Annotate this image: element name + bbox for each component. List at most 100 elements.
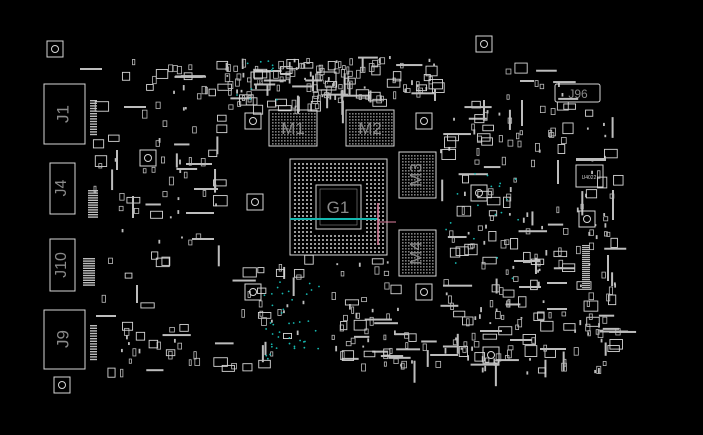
connector-pin	[90, 330, 97, 332]
passive-component	[614, 283, 617, 288]
passive-component	[591, 170, 593, 175]
passive-component	[488, 231, 497, 242]
passive-component	[597, 367, 600, 374]
passive-component	[92, 139, 105, 149]
passive-component	[498, 135, 503, 143]
via	[317, 347, 320, 350]
passive-component	[478, 314, 481, 319]
passive-component	[256, 70, 282, 73]
ic-u8[interactable]: U8	[250, 71, 271, 91]
passive-component	[400, 364, 402, 367]
passive-component	[128, 358, 132, 364]
memory-chip-m4[interactable]: M4	[398, 229, 437, 277]
passive-component	[505, 303, 521, 306]
passive-component	[467, 355, 470, 361]
connector-pin	[83, 284, 95, 286]
passive-component	[507, 349, 512, 359]
connector-j96[interactable]: J96	[554, 83, 601, 103]
passive-component	[124, 272, 133, 279]
passive-component	[411, 360, 413, 364]
connector-pin	[582, 287, 590, 289]
passive-component	[312, 95, 318, 104]
passive-component	[340, 90, 344, 98]
connector-pin	[90, 120, 97, 123]
connector-pin	[90, 327, 97, 329]
passive-component	[520, 316, 523, 319]
ic-u7[interactable]: U7	[316, 71, 337, 91]
passive-component	[278, 264, 283, 272]
passive-component	[526, 212, 529, 217]
passive-component	[347, 76, 350, 82]
connector-pin	[582, 251, 590, 253]
via	[449, 222, 452, 224]
passive-component	[518, 230, 548, 233]
passive-component	[338, 61, 342, 68]
connector-j1[interactable]: J1	[43, 83, 86, 145]
passive-component	[371, 65, 381, 76]
passive-component	[214, 342, 234, 345]
memory-chip-m2[interactable]: M2	[345, 109, 395, 147]
via	[454, 262, 457, 264]
ic-u8-label: U8	[257, 80, 264, 86]
connector-j4[interactable]: J4	[49, 162, 76, 215]
passive-component	[331, 334, 335, 340]
memory-chip-m1[interactable]: M1	[268, 109, 318, 147]
connector-pin	[582, 255, 590, 257]
passive-component	[494, 363, 497, 387]
passive-component	[529, 358, 531, 361]
ic-u4022[interactable]: U4022	[575, 164, 604, 188]
connector-pin	[90, 113, 97, 115]
passive-component	[458, 346, 468, 357]
connector-j10[interactable]: J10	[49, 238, 76, 292]
passive-component	[213, 357, 228, 367]
passive-component	[581, 191, 584, 216]
passive-component	[151, 166, 156, 173]
passive-component	[291, 99, 297, 109]
passive-component	[177, 342, 182, 350]
passive-component	[540, 105, 546, 113]
passive-component	[333, 68, 340, 74]
passive-component	[355, 312, 358, 319]
connector-pin	[582, 245, 590, 247]
connector-pin	[88, 216, 98, 218]
passive-component	[613, 174, 624, 186]
passive-component	[216, 124, 228, 134]
connector-pin	[582, 285, 590, 287]
passive-component	[253, 69, 263, 80]
connector-pin	[88, 206, 98, 209]
connector-j9[interactable]: J9	[43, 309, 86, 370]
connector-pin	[90, 115, 97, 117]
passive-component	[595, 235, 598, 240]
passive-component	[337, 97, 343, 104]
passive-component	[363, 86, 366, 89]
passive-component	[142, 109, 148, 119]
passive-component	[179, 170, 182, 173]
via	[280, 311, 283, 314]
passive-component	[161, 256, 171, 266]
passive-component	[302, 300, 305, 305]
passive-component	[306, 83, 312, 93]
passive-component	[341, 350, 355, 361]
connector-pin	[88, 214, 98, 216]
via	[486, 174, 489, 177]
passive-component	[548, 311, 552, 319]
passive-component	[162, 334, 191, 337]
via	[517, 218, 520, 221]
gpu-chip-g1[interactable]: G1	[289, 158, 396, 256]
memory-chip-m3[interactable]: M3	[398, 151, 437, 199]
passive-component	[369, 90, 372, 103]
mounting-pad	[244, 112, 262, 130]
passive-component	[344, 299, 359, 306]
passive-component	[179, 159, 181, 165]
passive-component	[482, 333, 498, 340]
passive-component	[522, 217, 525, 223]
passive-component	[611, 272, 614, 287]
passive-component	[155, 140, 160, 147]
passive-component	[317, 94, 321, 102]
passive-component	[195, 233, 202, 239]
passive-component	[396, 348, 421, 351]
passive-component	[501, 314, 505, 320]
passive-component	[194, 188, 218, 190]
passive-component	[288, 61, 291, 68]
passive-component	[176, 167, 198, 170]
